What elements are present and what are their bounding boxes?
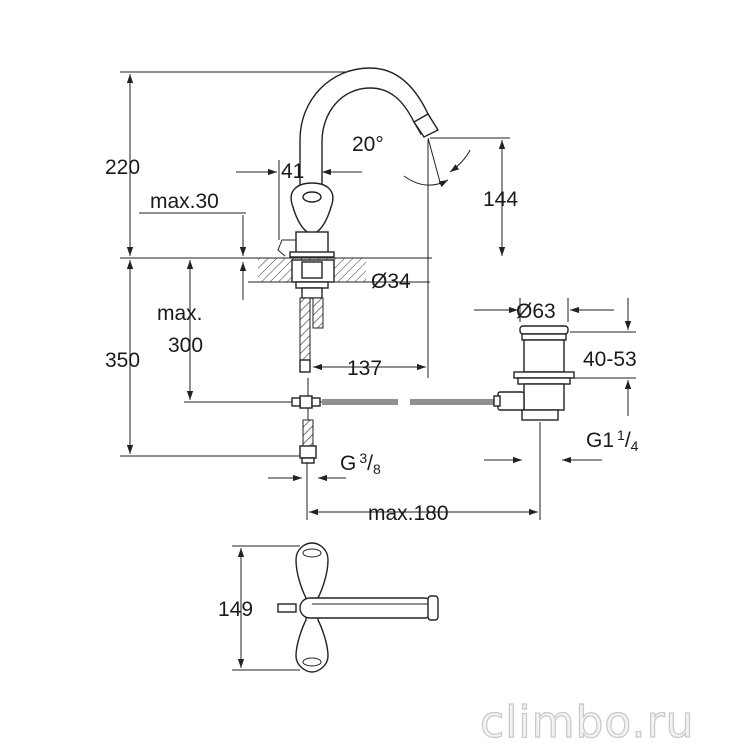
deck-section: [248, 257, 374, 299]
flex-hoses: [299, 297, 324, 464]
dim-40-53: 40-53: [583, 348, 637, 371]
dim-220: 220: [105, 156, 140, 179]
dim-300: 300: [168, 334, 203, 357]
dim-angle-20: 20°: [352, 133, 384, 156]
faucet-side-view: [277, 67, 440, 258]
dim-137: 137: [347, 357, 382, 380]
dim-41: 41: [281, 160, 304, 183]
dim-144: 144: [483, 188, 518, 211]
dim-max-label: max.: [157, 302, 203, 325]
dim-dia-63: Ø63: [516, 300, 556, 323]
extension-lines: [120, 71, 636, 671]
watermark-text: climbo.ru: [480, 697, 695, 748]
popup-linkage: [291, 378, 498, 420]
dimension-labels: 220 41 20° 144 max.30 Ø34 max. 300 350 1…: [105, 133, 639, 621]
dim-350: 350: [105, 349, 140, 372]
popup-waste: [493, 325, 575, 421]
dim-max-180: max.180: [368, 502, 449, 525]
faucet-top-view: [277, 542, 439, 673]
dimension-arrows: [126, 74, 632, 668]
dim-max-30: max.30: [150, 190, 219, 213]
dim-149: 149: [218, 598, 253, 621]
dim-dia-34: Ø34: [371, 270, 411, 293]
